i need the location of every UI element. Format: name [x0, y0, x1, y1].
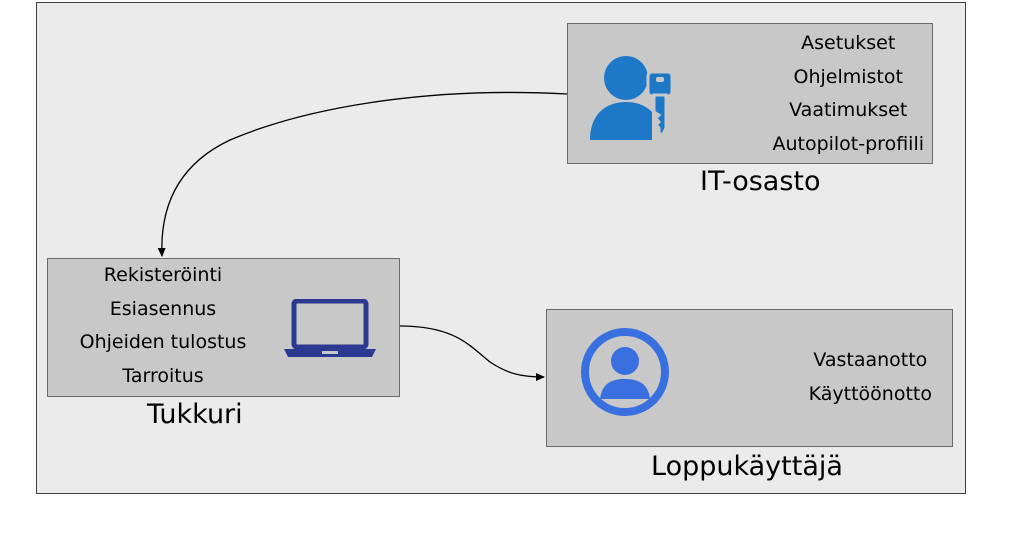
end-user-item-receiving: Vastaanotto — [813, 349, 928, 371]
it-item-autopilot-profile: Autopilot-profiili — [772, 132, 924, 155]
reseller-box: Rekisteröinti Esiasennus Ohjeiden tulost… — [47, 258, 400, 397]
end-user-box: Vastaanotto Käyttöönotto — [546, 309, 953, 447]
it-department-items: Asetukset Ohjelmistot Vaatimukset Autopi… — [772, 27, 924, 161]
reseller-item-registration: Rekisteröinti — [103, 264, 223, 286]
it-item-settings: Asetukset — [801, 32, 896, 54]
it-department-box: Asetukset Ohjelmistot Vaatimukset Autopi… — [567, 23, 933, 164]
reseller-caption: Tukkuri — [147, 399, 243, 430]
reseller-item-print-instructions: Ohjeiden tulostus — [79, 331, 247, 353]
connector-reseller-to-end-user — [399, 325, 545, 381]
reseller-item-preinstall: Esiasennus — [109, 297, 217, 320]
end-user-caption: Loppukäyttäjä — [651, 451, 843, 482]
it-item-software: Ohjelmistot — [793, 65, 903, 88]
user-circle-icon — [581, 328, 669, 416]
it-item-requirements: Vaatimukset — [789, 99, 908, 121]
reseller-item-labeling: Tarroitus — [122, 364, 204, 387]
end-user-item-deployment: Käyttöönotto — [808, 382, 932, 405]
connector-it-to-reseller — [157, 91, 568, 257]
it-department-caption: IT-osasto — [700, 166, 821, 197]
end-user-items: Vastaanotto Käyttöönotto — [809, 344, 932, 411]
user-key-icon — [590, 56, 674, 140]
laptop-icon — [284, 299, 376, 357]
reseller-items: Rekisteröinti Esiasennus Ohjeiden tulost… — [58, 259, 268, 393]
